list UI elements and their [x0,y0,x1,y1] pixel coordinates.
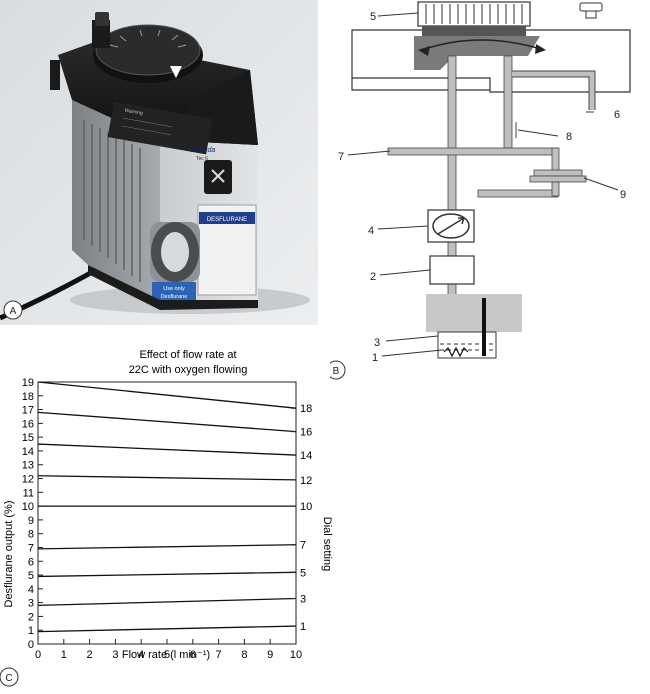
series-label-dial-12: 12 [300,475,312,487]
x-tick-label: 3 [112,649,118,661]
series-label-dial-5: 5 [300,567,306,579]
series-label-dial-1: 1 [300,621,306,633]
y-axis-label: Desflurane output (%) [3,501,15,608]
y-tick-label: 14 [22,446,34,458]
y-tick-label: 12 [22,474,34,486]
y-tick-label: 1 [28,625,34,637]
y-tick-label: 8 [28,529,34,541]
series-line-dial-18 [37,381,297,409]
x-tick-label: 5 [164,649,170,661]
callout-8: 8 [566,131,572,143]
y-tick-label: 4 [28,584,34,596]
series-label-dial-3: 3 [300,593,306,605]
y-tick-label: 15 [22,432,34,444]
x-axis-label: Flow rate (l min⁻¹) [122,649,210,661]
x-tick-label: 7 [216,649,222,661]
x-tick-label: 6 [190,649,196,661]
x-tick-label: 10 [290,649,302,661]
series-line-dial-3 [37,597,297,607]
callout-4: 4 [368,225,374,237]
svg-text:Warning: Warning [124,108,143,117]
y-tick-label: 7 [28,542,34,554]
vaporizer-photo-panel: DESFLURANE Use only Desflurane Warning —… [0,0,318,325]
x-tick-label: 1 [61,649,67,661]
sticker-line-2: Desflurane [161,294,188,300]
series-line-dial-1 [37,625,297,633]
chart-title-line-1: Effect of flow rate at [139,349,236,361]
callout-9: 9 [620,189,626,201]
series-line-dial-14 [37,443,297,456]
y-tick-label: 0 [28,639,34,651]
panel-label-c: C [5,673,12,684]
flow-rate-chart: Effect of flow rate at 22C with oxygen f… [0,349,333,687]
y-tick-label: 18 [22,391,34,403]
callout-1: 1 [372,352,378,364]
model-label: Tec 6 [196,156,208,162]
series-line-dial-16 [37,411,297,433]
flow-rate-chart-panel: Effect of flow rate at 22C with oxygen f… [0,340,340,689]
series-label-dial-18: 18 [300,403,312,415]
callout-6: 6 [614,109,620,121]
y-tick-label: 19 [22,377,34,389]
series-line-dial-12 [37,475,297,481]
y-tick-label: 10 [22,501,34,513]
y-tick-label: 13 [22,460,34,472]
x-tick-label: 2 [87,649,93,661]
shutoff-valve [429,255,475,285]
callout-2: 2 [370,271,376,283]
panel-label-b: B [333,366,340,377]
x-tick-label: 0 [35,649,41,661]
right-axis-label: Dial setting [321,517,333,571]
series-label-dial-16: 16 [300,427,312,439]
x-tick-label: 9 [267,649,273,661]
y-tick-label: 3 [28,598,34,610]
callout-7: 7 [338,151,344,163]
vaporizer-photo: DESFLURANE Use only Desflurane Warning —… [0,0,318,325]
vaporizer-schematic: 5 6 8 7 9 4 2 3 1 B [326,1,631,380]
brand-label: ohmeda [190,147,215,154]
sticker-line-1: Use only [163,286,185,292]
series-label-dial-10: 10 [300,501,312,513]
y-tick-label: 5 [28,570,34,582]
series-label-dial-14: 14 [300,450,312,462]
series-line-dial-7 [37,544,297,550]
vaporizer-schematic-panel: 5 6 8 7 9 4 2 3 1 B [326,0,650,385]
panel-label-a: A [10,306,17,317]
chart-title-line-2: 22C with oxygen flowing [129,364,248,376]
y-tick-label: 17 [22,405,34,417]
y-tick-label: 9 [28,515,34,527]
x-tick-label: 8 [241,649,247,661]
x-tick-label: 4 [138,649,144,661]
callout-5: 5 [370,11,376,23]
y-tick-label: 6 [28,556,34,568]
y-tick-label: 2 [28,611,34,623]
y-tick-label: 11 [23,487,34,499]
y-tick-label: 16 [22,418,34,430]
agent-label: DESFLURANE [207,217,247,223]
series-line-dial-5 [37,571,297,578]
series-label-dial-7: 7 [300,540,306,552]
callout-3: 3 [374,337,380,349]
